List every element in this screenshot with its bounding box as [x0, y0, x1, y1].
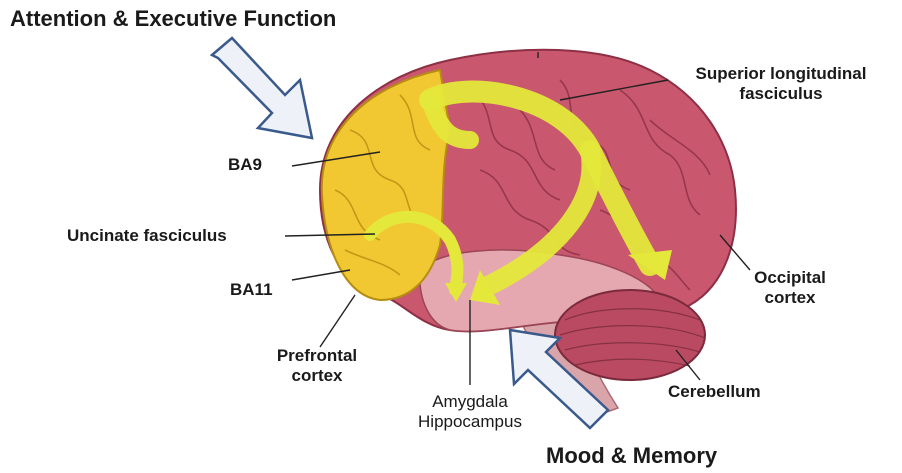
- label-slf-line2: fasciculus: [668, 84, 894, 104]
- label-prefrontal-cortex: Prefrontal cortex: [262, 346, 372, 386]
- label-hippocampus: Hippocampus: [402, 412, 538, 432]
- cerebellum-shape: [555, 290, 705, 380]
- label-ba11: BA11: [230, 280, 273, 300]
- title-mood-memory: Mood & Memory: [546, 443, 717, 469]
- label-amygdala-hippocampus: Amygdala Hippocampus: [402, 392, 538, 432]
- attention-input-arrow: [212, 38, 312, 138]
- title-attention: Attention & Executive Function: [10, 6, 336, 32]
- label-ba9: BA9: [228, 155, 262, 175]
- label-uncinate-fasciculus: Uncinate fasciculus: [67, 226, 227, 246]
- label-superior-longitudinal-fasciculus: Superior longitudinal fasciculus: [668, 64, 894, 104]
- label-cerebellum: Cerebellum: [668, 382, 761, 402]
- label-prefrontal-line2: cortex: [262, 366, 372, 386]
- label-amygdala: Amygdala: [402, 392, 538, 412]
- label-occipital-line1: Occipital: [740, 268, 840, 288]
- label-occipital-line2: cortex: [740, 288, 840, 308]
- label-prefrontal-line1: Prefrontal: [262, 346, 372, 366]
- label-occipital-cortex: Occipital cortex: [740, 268, 840, 308]
- label-slf-line1: Superior longitudinal: [668, 64, 894, 84]
